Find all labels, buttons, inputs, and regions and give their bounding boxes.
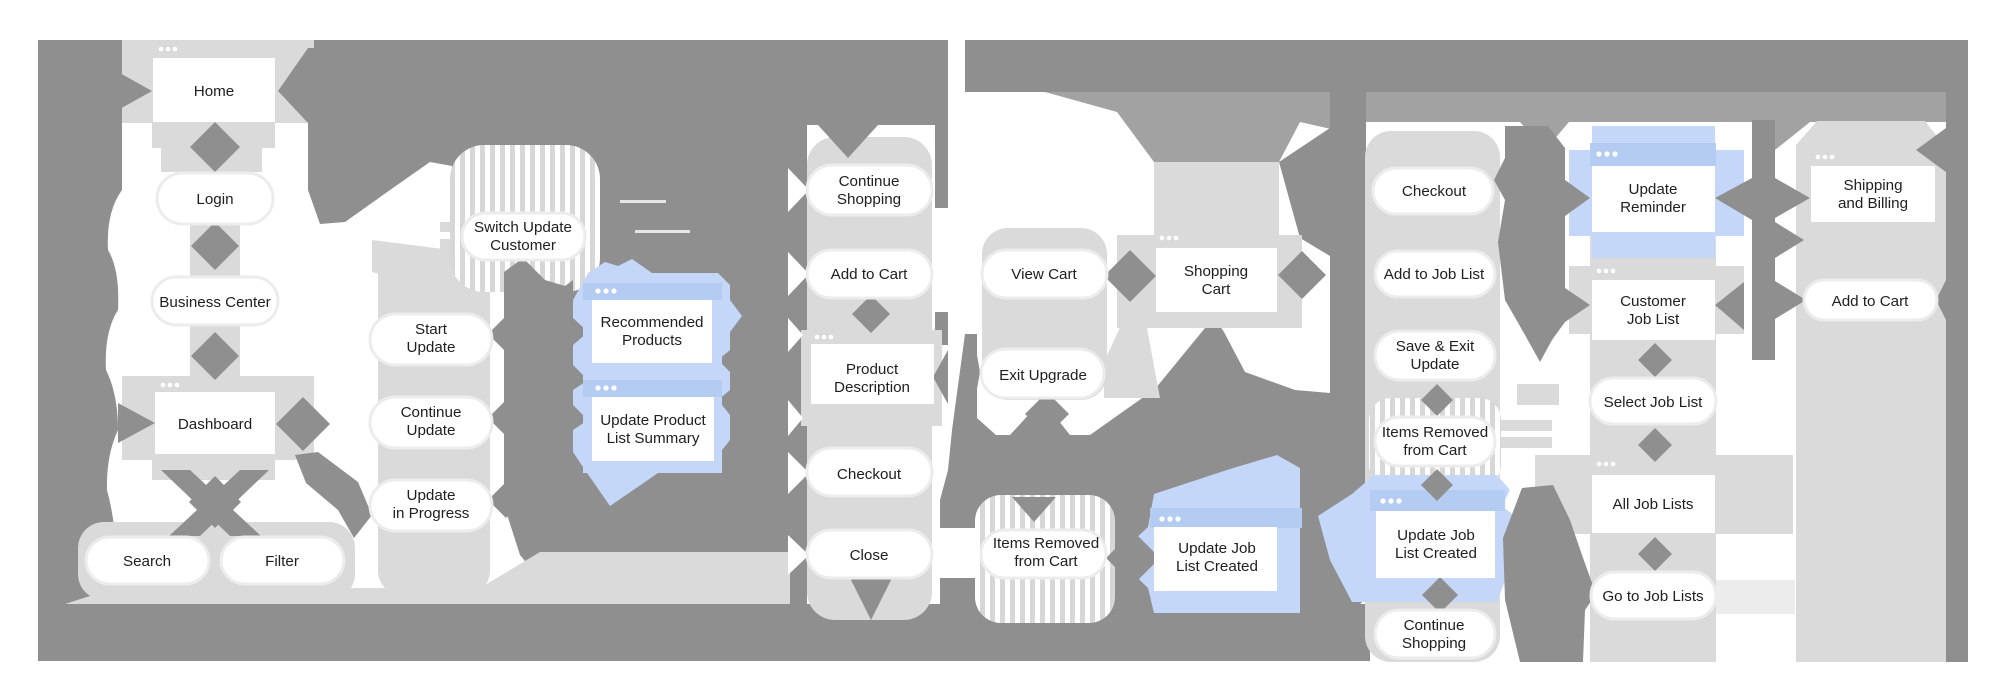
svg-text:in Progress: in Progress [393, 505, 470, 522]
svg-text:List Created: List Created [1176, 558, 1258, 575]
svg-text:Add to Cart: Add to Cart [1832, 293, 1910, 310]
svg-text:Dashboard: Dashboard [178, 416, 252, 433]
svg-text:Items Removed: Items Removed [993, 535, 1099, 552]
svg-text:Switch Update: Switch Update [474, 219, 572, 236]
svg-text:Add to Cart: Add to Cart [831, 266, 909, 283]
svg-text:Shopping: Shopping [1402, 635, 1466, 652]
svg-text:Business Center: Business Center [159, 294, 270, 311]
svg-text:Update Job: Update Job [1397, 527, 1475, 544]
svg-text:Exit Upgrade: Exit Upgrade [999, 367, 1087, 384]
svg-text:Filter: Filter [265, 553, 299, 570]
svg-text:Start: Start [415, 321, 448, 338]
svg-text:from Cart: from Cart [1403, 442, 1467, 459]
svg-text:Update Product: Update Product [600, 412, 706, 429]
svg-text:Reminder: Reminder [1620, 199, 1686, 216]
svg-text:Checkout: Checkout [1402, 183, 1467, 200]
svg-text:Shopping: Shopping [1184, 263, 1248, 280]
svg-text:Update Job: Update Job [1178, 540, 1256, 557]
svg-text:Job List: Job List [1627, 311, 1680, 328]
svg-text:Select Job List: Select Job List [1604, 394, 1704, 411]
svg-text:Update: Update [1629, 181, 1678, 198]
svg-text:Shopping: Shopping [837, 191, 901, 208]
svg-text:from Cart: from Cart [1014, 553, 1078, 570]
svg-text:Products: Products [622, 332, 682, 349]
svg-text:List Summary: List Summary [607, 430, 700, 447]
svg-text:Save & Exit: Save & Exit [1396, 338, 1475, 355]
svg-text:Customer: Customer [1620, 293, 1686, 310]
svg-text:List Created: List Created [1395, 545, 1477, 562]
svg-text:Continue: Continue [401, 404, 462, 421]
svg-text:Go to Job Lists: Go to Job Lists [1602, 588, 1704, 605]
svg-text:Add to Job List: Add to Job List [1384, 266, 1485, 283]
svg-text:Close: Close [850, 547, 889, 564]
svg-text:Update: Update [407, 422, 456, 439]
svg-text:Cart: Cart [1202, 281, 1231, 298]
svg-text:Update: Update [407, 339, 456, 356]
svg-text:Search: Search [123, 553, 171, 570]
svg-text:and Billing: and Billing [1838, 195, 1908, 212]
svg-text:Customer: Customer [490, 237, 556, 254]
svg-text:Login: Login [196, 191, 233, 208]
svg-text:Checkout: Checkout [837, 466, 902, 483]
svg-text:Continue: Continue [839, 173, 900, 190]
svg-text:Update: Update [1411, 356, 1460, 373]
svg-text:Continue: Continue [1404, 617, 1465, 634]
svg-text:All Job Lists: All Job Lists [1612, 496, 1693, 513]
svg-text:Home: Home [194, 83, 235, 100]
svg-text:Items Removed: Items Removed [1382, 424, 1488, 441]
svg-text:Update: Update [407, 487, 456, 504]
svg-text:Recommended: Recommended [601, 314, 704, 331]
svg-text:Shipping: Shipping [1843, 177, 1902, 194]
svg-text:Product: Product [846, 361, 899, 378]
svg-text:View Cart: View Cart [1011, 266, 1077, 283]
svg-text:Description: Description [834, 379, 910, 396]
